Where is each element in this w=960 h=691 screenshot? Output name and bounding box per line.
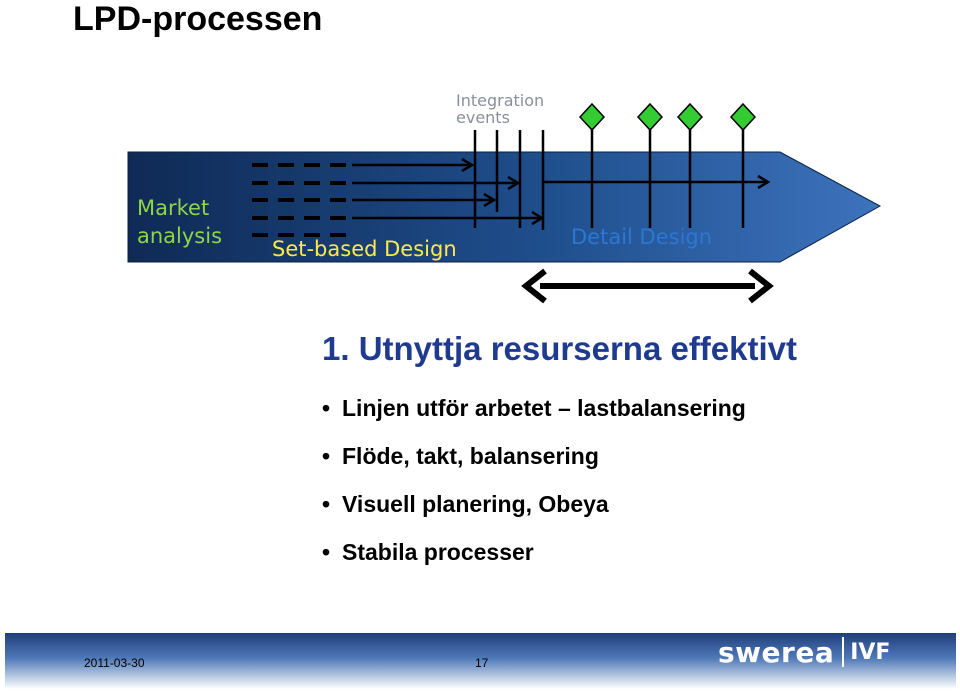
process-arrow-band bbox=[127, 151, 882, 263]
swerea-ivf-logo: swerea IVF bbox=[718, 635, 890, 669]
section-heading-text: 1. Utnyttja resurserna effektivt bbox=[322, 330, 798, 367]
lpd-process-diagram: Integration events Market analysis Set-b… bbox=[127, 91, 882, 304]
bullet-item: Visuell planering, Obeya bbox=[322, 488, 746, 536]
integration-event-diamond bbox=[578, 102, 606, 132]
integration-event-diamond bbox=[636, 102, 664, 132]
detail-design-label: Detail Design bbox=[571, 225, 712, 249]
integration-event-lines bbox=[473, 130, 545, 230]
page-number: 17 bbox=[475, 656, 489, 670]
footer-band bbox=[5, 633, 956, 689]
integration-event-diamond bbox=[729, 102, 757, 132]
slide-footer: 2011-03-30 17 swerea IVF bbox=[0, 633, 960, 691]
market-analysis-label: analysis bbox=[137, 224, 222, 248]
logo-separator bbox=[842, 637, 845, 667]
set-based-arrows bbox=[352, 157, 545, 226]
logo-main-text: swerea bbox=[718, 635, 835, 669]
detail-design-events bbox=[543, 102, 771, 228]
bullet-item: Flöde, takt, balansering bbox=[322, 440, 746, 488]
integration-events-label: events bbox=[456, 108, 510, 127]
set-based-design-label: Set-based Design bbox=[272, 237, 457, 261]
integration-event-diamond bbox=[676, 102, 704, 132]
integration-events-label: Integration bbox=[456, 91, 544, 110]
set-based-dashes bbox=[252, 163, 352, 237]
bullet-item: Linjen utför arbetet – lastbalansering bbox=[322, 392, 746, 440]
section-heading: 1. Utnyttja resurserna effektivt bbox=[322, 329, 797, 369]
footer-date: 2011-03-30 bbox=[84, 656, 145, 670]
detail-design-span-arrow bbox=[521, 268, 774, 304]
logo-sub-text: IVF bbox=[850, 639, 891, 665]
bullet-item: Stabila processer bbox=[322, 536, 746, 584]
slide-title: LPD-processen bbox=[73, 0, 323, 38]
bullet-list: Linjen utför arbetet – lastbalansering F… bbox=[322, 392, 746, 584]
market-analysis-label: Market bbox=[137, 196, 209, 220]
